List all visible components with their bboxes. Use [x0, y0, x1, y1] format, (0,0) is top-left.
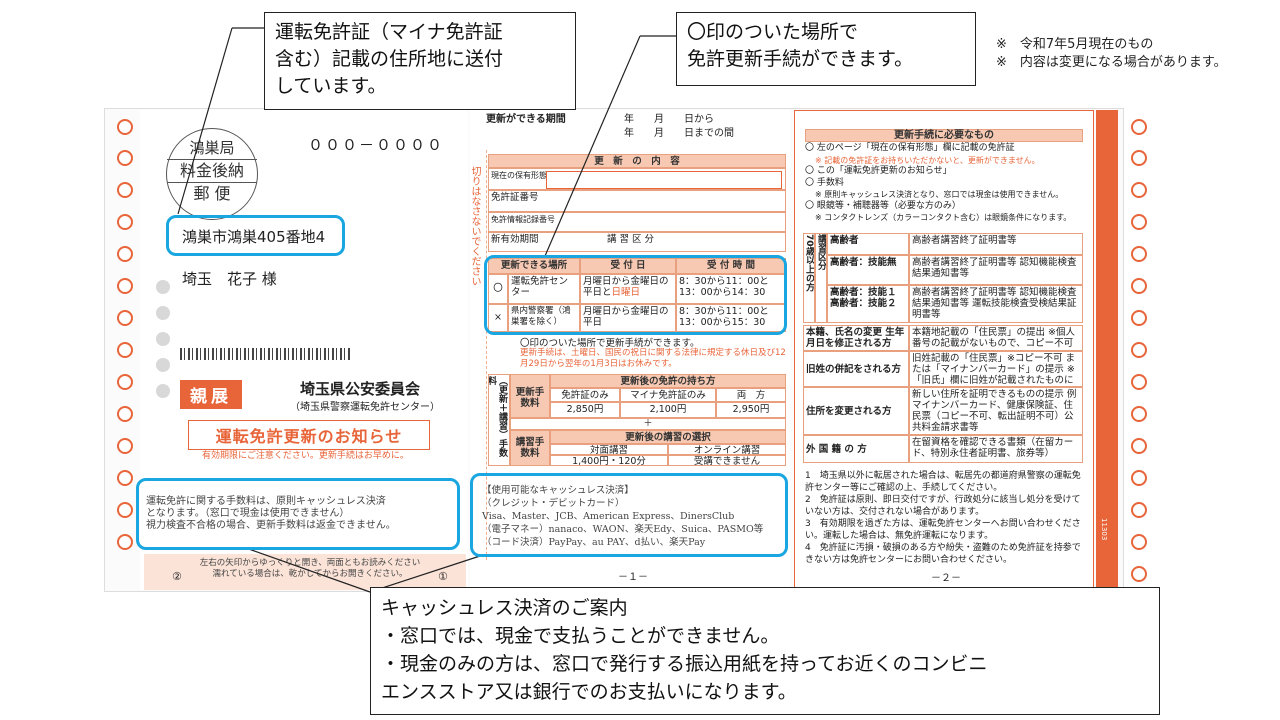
stamp-post: 郵 便	[193, 184, 231, 203]
venue-header-days: 受 付 日	[580, 258, 676, 274]
venue-2-days: 月曜日から金曜日の平日	[580, 304, 676, 332]
status-box	[546, 171, 782, 189]
other-v4: 在留資格を確認できる書類（在留カード、特別永住者証明書、旅券等）	[909, 435, 1083, 463]
course-val-1: 1,400円・120分	[550, 455, 668, 466]
fees-label: （更新＋講習）手数料	[488, 374, 510, 466]
stamp-fee: 料金後納	[167, 160, 257, 183]
postal-code: ０００－００００	[308, 136, 445, 154]
stamp-office: 鴻巣局	[167, 137, 257, 160]
address-text: 鴻巣市鴻巣405番地4	[182, 228, 326, 246]
required-title: 更新手続に必要なもの	[805, 129, 1083, 142]
venue-header-place: 更新できる場所	[488, 258, 580, 274]
callout-cashless: キャッシュレス決済のご案内 ・窓口では、現金で支払うことができません。 ・現金の…	[370, 587, 1160, 715]
highlight-fee-note	[136, 478, 460, 550]
venue-1-place: 運転免許センター	[508, 274, 580, 304]
plus-sign: ＋	[510, 418, 786, 430]
notes: ※ 令和7年5月現在のもの ※ 内容は変更になる場合があります。	[996, 36, 1227, 72]
other-k3: 住所を変更される方	[803, 387, 909, 435]
course-col-1: 対面講習	[550, 444, 668, 455]
age-label: 70歳以上の方	[803, 233, 815, 323]
renew-col-1: 免許証のみ	[550, 388, 620, 402]
course-fee-label: 講習手数料	[510, 430, 550, 466]
period-label: 更新ができる期間	[486, 114, 566, 125]
period-from: 年 月 日から	[624, 114, 714, 125]
venue-1-mark: 〇	[488, 274, 508, 304]
customer-barcode	[180, 348, 350, 360]
footnotes: 1 埼玉県以外に転居された場合は、転居先の都道府県警察の運転免許センター等にご確…	[805, 471, 1081, 565]
notice-title: 運転免許更新のお知らせ	[188, 420, 430, 450]
other-k1: 本籍、氏名の変更 生年月日を修正される方	[803, 325, 909, 351]
venue-2-mark: ×	[488, 304, 508, 332]
row-expiry: 新有効期間	[491, 234, 539, 245]
period-to: 年 月 日までの間	[624, 128, 734, 139]
note-1: ※ 令和7年5月現在のもの	[996, 37, 1154, 52]
cut-warning: 切りはなさないでください	[469, 166, 480, 286]
venue-1-days: 月曜日から金曜日の平日と日曜日	[580, 274, 676, 304]
callout-circle: 〇印のついた場所で 免許更新手続ができます。	[676, 12, 976, 86]
other-v3: 新しい住所を証明できるものの提示 例 マイナンバーカード、健康保険証、住民票（コ…	[909, 387, 1083, 435]
venue-header-time: 受 付 時 間	[676, 258, 786, 274]
cashless-list: 【使用可能なキャッシュレス決済】 （クレジット・デビットカード） Visa、Ma…	[482, 484, 786, 549]
note-2: ※ 内容は変更になる場合があります。	[996, 55, 1227, 70]
elder-v2: 高齢者講習終了証明書等 認知機能検査結果通知書等	[909, 255, 1083, 285]
open-instruction: 左右の矢印からゆっくりと開き、両面ともお読みください 濡れている場合は、乾かして…	[199, 558, 421, 579]
elder-v3: 高齢者講習終了証明書等 認知機能検査結果通知書等 運転技能検査受検結果証明書等	[909, 285, 1083, 323]
right-strip: 11303	[1096, 110, 1118, 590]
required-items: 〇 左のページ「現在の保有形態」欄に記載の免許証 ※ 記載の免許証をお持ちいただ…	[805, 143, 1072, 222]
renew-col-3: 両 方	[716, 388, 786, 402]
elder-k1: 高齢者	[827, 233, 909, 255]
notice-sub: 有効期限にご注意ください。更新手続はお早めに。	[202, 451, 409, 461]
address-panel: 鴻巣局 料金後納 郵 便 ０００－００００ 鴻巣市鴻巣405番地4 埼玉 花子 …	[140, 110, 468, 590]
side-code: 11303	[1100, 518, 1108, 541]
other-k4: 外 国 籍 の 方	[803, 435, 909, 463]
course-label-v: 講習区分	[815, 233, 827, 323]
row-info-no: 免許情報記録番号	[491, 215, 555, 224]
other-k2: 旧姓の併記をされる方	[803, 351, 909, 387]
renew-fee-label: 更新手数料	[510, 374, 550, 418]
elder-k2: 高齢者：技能無	[827, 255, 909, 285]
row-license-no: 免許証番号	[491, 192, 539, 203]
cashless-title: 【使用可能なキャッシュレス決済】	[482, 485, 634, 496]
recipient-name: 埼玉 花子 様	[182, 270, 277, 288]
elder-v1: 高齢者講習終了証明書等	[909, 233, 1083, 255]
elder-k3: 高齢者：技能１ 高齢者：技能２	[827, 285, 909, 323]
row-status: 現在の保有形態	[491, 171, 547, 180]
sender-sub: （埼玉県警察運転免許センター）	[290, 402, 440, 413]
sender-name: 埼玉県公安委員会	[300, 380, 421, 398]
page-number-2: －２－	[931, 573, 961, 584]
renew-col-2: マイナ免許証のみ	[620, 388, 716, 402]
page-2: 更新手続に必要なもの 〇 左のページ「現在の保有形態」欄に記載の免許証 ※ 記載…	[794, 110, 1094, 590]
highlight-venues	[484, 255, 787, 335]
course-val-2: 受講できません	[668, 455, 786, 466]
highlight-address	[166, 215, 345, 256]
confidential-label: 親展	[180, 380, 242, 409]
highlight-cashless	[470, 473, 788, 557]
callout-address: 運転免許証（マイナ免許証 含む）記載の住所地に送付 しています。	[264, 12, 576, 110]
venue-2-place: 県内警察署（鴻巣署を除く）	[508, 304, 580, 332]
renew-fee-title: 更新後の免許の持ち方	[550, 374, 786, 388]
renew-val-1: 2,850円	[550, 402, 620, 418]
section-title: 更 新 の 内 容	[488, 154, 786, 168]
open-arrow-left[interactable]: ②	[172, 570, 182, 583]
other-v2: 旧姓記載の「住民票」※コピー不可 または「マイナンバーカード」の提示 ※「旧氏」…	[909, 351, 1083, 387]
postage-stamp: 鴻巣局 料金後納 郵 便	[166, 128, 258, 220]
course-fee-title: 更新後の講習の選択	[550, 430, 786, 444]
renew-val-2: 2,100円	[620, 402, 716, 418]
open-instruction-bar: 左右の矢印からゆっくりと開き、両面ともお読みください 濡れている場合は、乾かして…	[144, 554, 466, 590]
page-1: 更新ができる期間 年 月 日から 年 月 日までの間 切りはなさないでください …	[469, 110, 790, 590]
other-v1: 本籍地記載の「住民票」の提出 ※個人番号の記載がないもので、コピー不可	[909, 325, 1083, 351]
page-number-1: －１－	[618, 572, 648, 583]
open-arrow-right[interactable]: ①	[438, 570, 448, 583]
renew-val-3: 2,950円	[716, 402, 786, 418]
circle-note: 〇印のついた場所で更新手続ができます。	[520, 338, 700, 349]
holiday-note: 更新手続は、土曜日、国民の祝日に関する法律に規定する休日及び12月29日から翌年…	[520, 348, 786, 369]
fee-note: 運転免許に関する手数料は、原則キャッシュレス決済 となります。（窓口で現金は使用…	[146, 496, 396, 531]
row-course: 講 習 区 分	[607, 234, 655, 245]
course-col-2: オンライン講習	[668, 444, 786, 455]
